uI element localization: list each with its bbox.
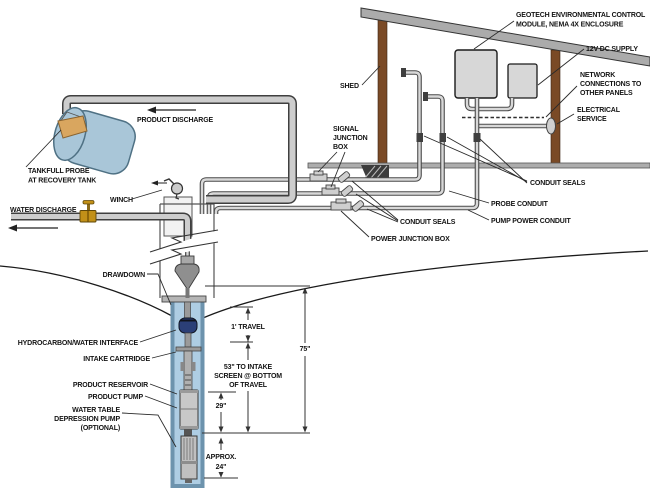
dim-approx: APPROX. [206, 454, 237, 461]
control-module-enclosure [454, 49, 498, 99]
drawdown-curve-left [0, 265, 173, 317]
label-dc-supply: 12V DC SUPPLY [586, 46, 638, 53]
conduit-seal-lower-2 [340, 185, 354, 197]
label-shed: SHED [340, 83, 359, 90]
product-flow-arrow [147, 106, 156, 114]
label-tankfull-probe: TANKFULL PROBE [28, 168, 90, 175]
hanger-rod [185, 288, 190, 298]
label-water-table-pump: WATER TABLE [72, 407, 120, 414]
discharge-valve [79, 200, 97, 223]
intake-screen [185, 374, 191, 386]
svg-text:BOX: BOX [333, 144, 348, 151]
dim-to-intake: 53" TO INTAKE [224, 364, 273, 371]
shed-post-left [377, 18, 388, 167]
svg-text:24": 24" [216, 464, 227, 471]
conduit-seal-lower-1 [337, 171, 351, 183]
tankfull-probe [57, 115, 88, 139]
label-hydrocarbon-interface: HYDROCARBON/WATER INTERFACE [18, 340, 139, 347]
shed-roof [360, 7, 650, 67]
dim-pump-length: 29" [216, 403, 227, 410]
upper-rod [184, 301, 191, 319]
dimension-lines [202, 285, 310, 479]
equipment-string [174, 252, 202, 483]
dc-supply-enclosure [507, 63, 538, 99]
label-drawdown: DRAWDOWN [103, 272, 145, 279]
label-pump-power-conduit: PUMP POWER CONDUIT [491, 218, 571, 225]
well-seal-flange [161, 295, 207, 303]
svg-text:(OPTIONAL): (OPTIONAL) [81, 425, 120, 432]
travel-stop-flange [175, 346, 202, 352]
label-signal-junction-box: SIGNAL [333, 126, 359, 133]
svg-text:CONNECTIONS TO: CONNECTIONS TO [580, 81, 642, 88]
cartridge-tab-right [192, 362, 196, 371]
conduit-seal-lower-3 [351, 200, 365, 212]
leader-lines [25, 20, 585, 448]
drawdown-curve-right [202, 250, 649, 319]
label-geotech-module: GEOTECH ENVIRONMENTAL CONTROL [516, 12, 646, 19]
label-conduit-seals-right: CONDUIT SEALS [530, 180, 586, 187]
svg-text:DEPRESSION PUMP: DEPRESSION PUMP [54, 416, 120, 423]
svg-text:OTHER PANELS: OTHER PANELS [580, 90, 633, 97]
suspension-cone [174, 263, 200, 290]
product-discharge-pipe [62, 95, 297, 204]
dim-depth: 75" [300, 346, 311, 353]
depression-pump-cylinder [180, 435, 198, 480]
svg-text:AT RECOVERY TANK: AT RECOVERY TANK [28, 178, 96, 185]
cartridge-tab-left [180, 362, 184, 371]
label-winch: WINCH [110, 197, 133, 204]
svg-text:MODULE, NEMA 4X ENCLOSURE: MODULE, NEMA 4X ENCLOSURE [516, 22, 624, 29]
label-intake-cartridge: INTAKE CARTRIDGE [83, 356, 150, 363]
pump-tail [185, 479, 192, 483]
conduit-end-cap [423, 92, 428, 101]
svg-text:OF TRAVEL: OF TRAVEL [229, 382, 268, 389]
pump-joint [184, 429, 192, 436]
post-footing [361, 165, 389, 179]
winch-icon [151, 178, 184, 200]
interface-stem [184, 332, 192, 348]
pipe-break-symbol [149, 229, 219, 265]
svg-text:JUNCTION: JUNCTION [333, 135, 368, 142]
intake-cartridge-body [183, 350, 193, 391]
conduit-seal-upper-1 [416, 133, 423, 142]
svg-text:SCREEN @ BOTTOM: SCREEN @ BOTTOM [214, 373, 282, 380]
svg-text:SERVICE: SERVICE [577, 116, 607, 123]
conduit-seal-upper-3 [473, 133, 481, 142]
water-discharge-pipe [11, 212, 192, 248]
junction-fittings [309, 170, 365, 212]
flow-arrows [8, 106, 196, 232]
water-flow-arrow [8, 224, 17, 232]
conduit-seal-upper-2 [439, 133, 446, 142]
dim-travel: 1' TRAVEL [231, 324, 266, 331]
labels: GEOTECH ENVIRONMENTAL CONTROL MODULE, NE… [10, 12, 646, 471]
label-power-junction-box: POWER JUNCTION BOX [371, 236, 450, 243]
recovery-tank [53, 106, 136, 175]
label-electrical-service: ELECTRICAL [577, 107, 621, 114]
label-conduit-seals-left: CONDUIT SEALS [400, 219, 456, 226]
conduit-end-cap [401, 68, 406, 77]
label-product-discharge: PRODUCT DISCHARGE [137, 117, 213, 124]
label-product-reservoir: PRODUCT RESERVOIR [73, 382, 148, 389]
label-network: NETWORK [580, 72, 615, 79]
label-probe-conduit: PROBE CONDUIT [491, 201, 549, 208]
label-product-pump: PRODUCT PUMP [88, 394, 143, 401]
electrical-service-fitting [546, 117, 556, 135]
label-water-discharge: WATER DISCHARGE [10, 207, 77, 214]
